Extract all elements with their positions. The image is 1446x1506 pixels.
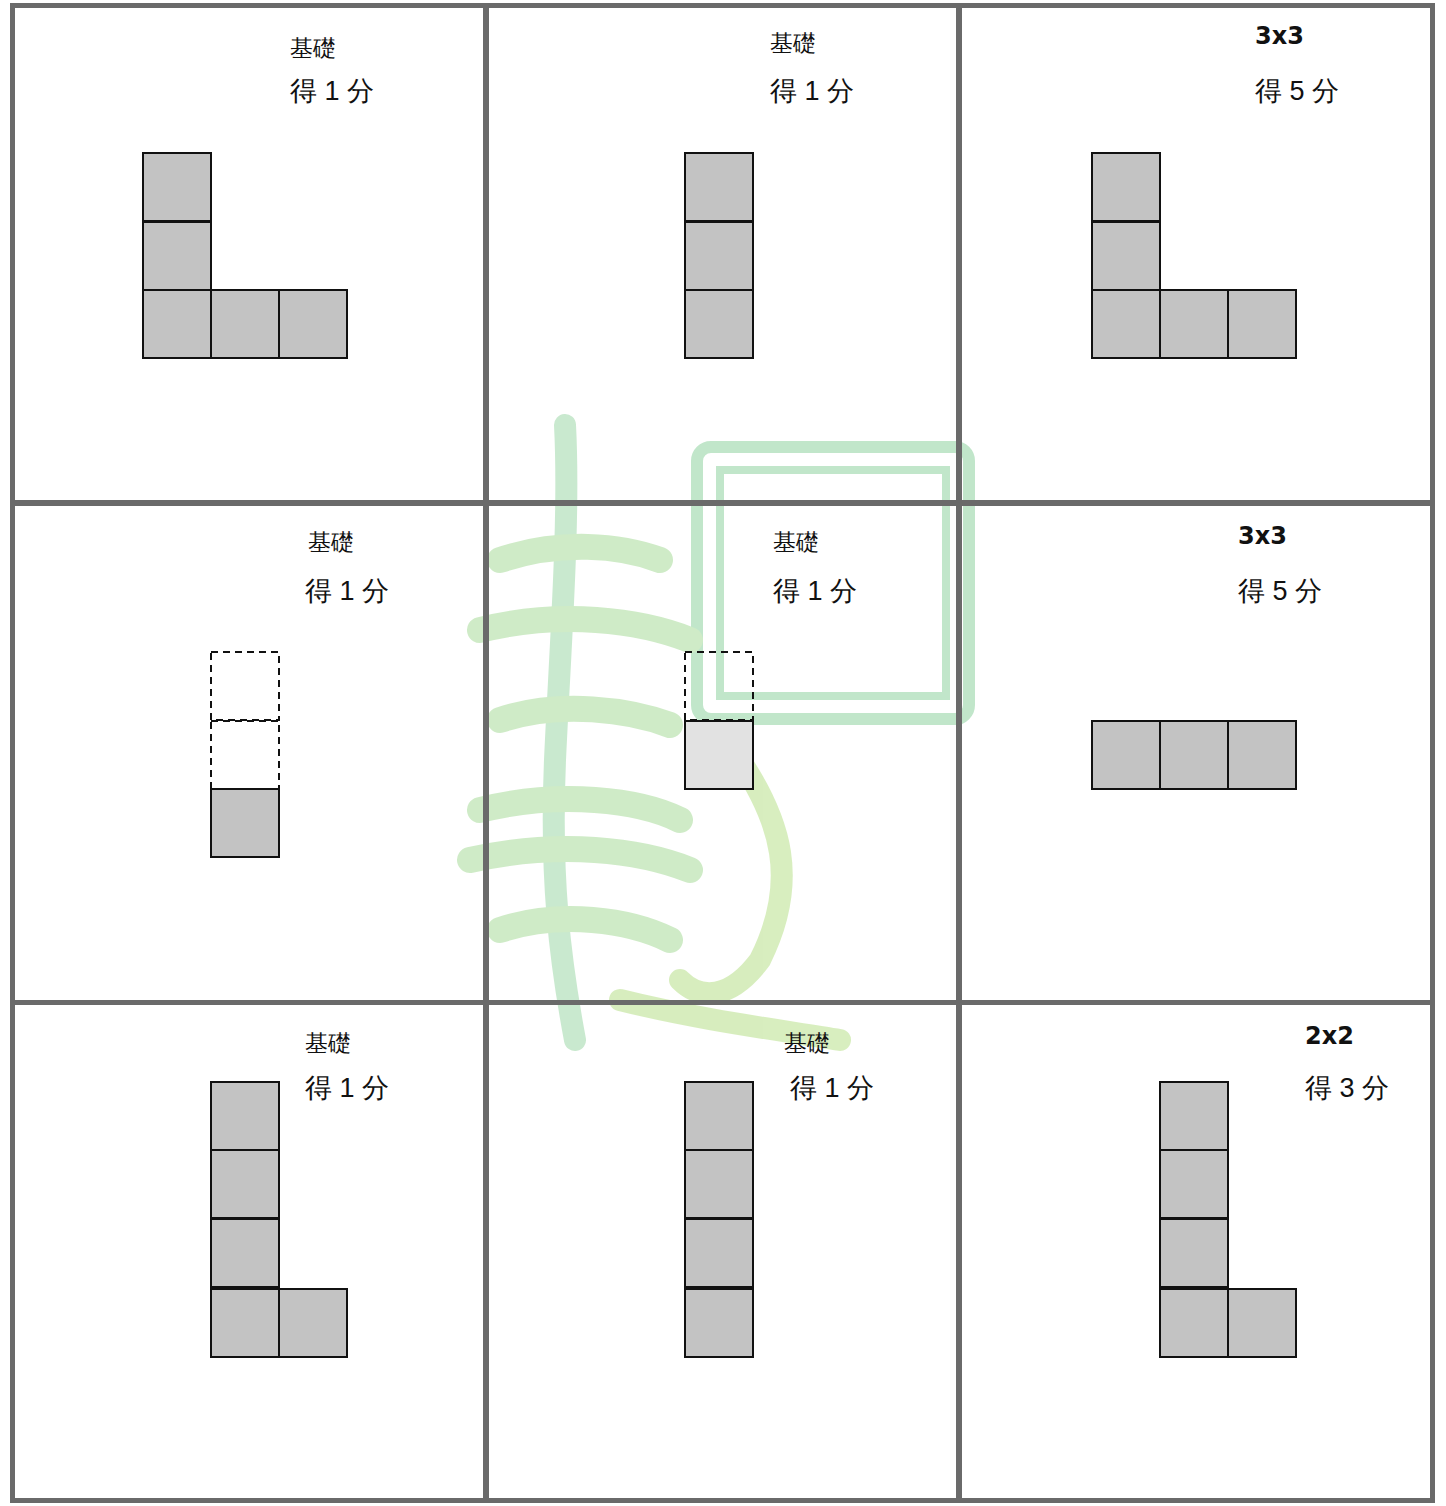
square-tile [279,1289,347,1357]
score-label: 得 1 分 [305,1070,389,1106]
level-label: 基礎 [770,28,816,59]
square-tile [685,153,753,221]
square-tile [211,789,279,857]
score-panel: 2x2 得 3 分 [957,1000,1435,1503]
square-tile [685,290,753,358]
score-label: 得 5 分 [1255,73,1339,109]
score-label: 得 1 分 [790,1070,874,1106]
square-tile [1160,1150,1228,1218]
square-tile [685,222,753,290]
square-tile [1092,721,1160,789]
level-label: 基礎 [308,527,354,558]
level-label: 基礎 [290,33,336,64]
square-tile [685,1219,753,1287]
square-tile [1160,1082,1228,1150]
square-tile [1228,721,1296,789]
score-label: 得 1 分 [290,73,374,109]
score-panel: 基礎得 1 分 [484,500,961,1005]
square-tile [211,1082,279,1150]
dashed-square [211,652,279,720]
score-panel: 3x3 得 5 分 [957,3,1435,506]
score-label: 得 1 分 [305,573,389,609]
square-tile [1092,153,1160,221]
level-label: 基礎 [784,1028,830,1059]
score-panel: 基礎得 1 分 [10,500,488,1005]
score-label: 得 1 分 [770,73,854,109]
square-tile [1092,222,1160,290]
score-panel: 基礎得 1 分 [10,1000,488,1503]
square-tile [211,290,279,358]
square-tile [1160,1289,1228,1357]
square-tile [279,290,347,358]
score-panel: 基礎得 1 分 [484,1000,961,1503]
brush-stroke [554,425,575,1040]
square-tile [1160,290,1228,358]
score-label: 得 5 分 [1238,573,1322,609]
square-tile [1092,290,1160,358]
dashed-square [685,652,753,720]
level-label: 基礎 [305,1028,351,1059]
brush-stroke [620,760,840,1040]
score-panel: 基礎得 1 分 [484,3,961,506]
stamp-frame [697,447,969,719]
square-tiles [143,153,1296,1357]
level-label: 3x3 [1238,522,1287,550]
score-panel: 基礎得 1 分 [10,3,488,506]
watermark [470,425,969,1040]
square-tile [143,222,211,290]
square-tile [1160,721,1228,789]
score-label: 得 1 分 [773,573,857,609]
score-panel: 3x3 得 5 分 [957,500,1435,1005]
square-tile [211,1150,279,1218]
square-tile [143,290,211,358]
square-tile [211,1289,279,1357]
brush-stroke [470,547,690,940]
square-tile [685,1150,753,1218]
level-label: 2x2 [1305,1022,1354,1050]
level-label: 基礎 [773,527,819,558]
square-tile [211,1219,279,1287]
square-tile [1160,1219,1228,1287]
square-tile [1228,290,1296,358]
level-label: 3x3 [1255,22,1304,50]
square-tile [685,1082,753,1150]
square-tile [143,153,211,221]
score-label: 得 3 分 [1305,1070,1389,1106]
dashed-square [211,721,279,789]
square-tile [685,1289,753,1357]
square-tile [1228,1289,1296,1357]
square-tile [685,721,753,789]
